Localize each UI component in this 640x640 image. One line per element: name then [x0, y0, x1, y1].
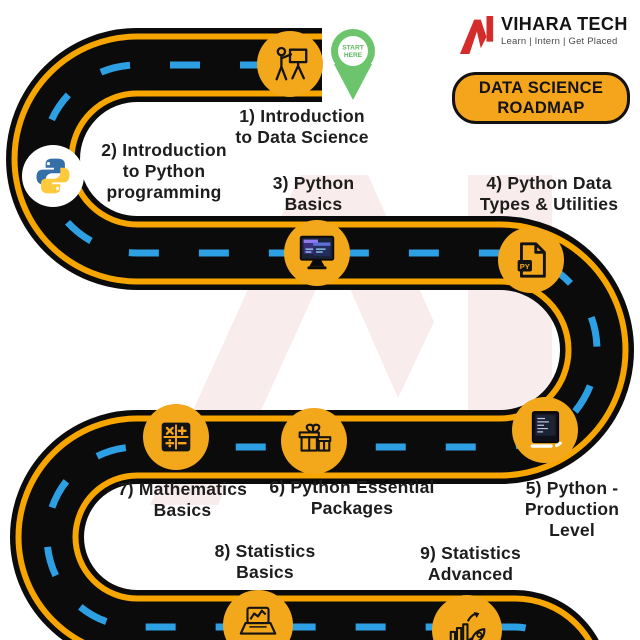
math-operations-icon: [161, 422, 191, 452]
brand-name: VIHARA TECH: [501, 14, 628, 34]
milestone-label-8: 8) Statistics Basics: [214, 541, 316, 582]
title-badge-line1: DATA SCIENCE: [478, 79, 604, 97]
milestone-circle-1: [257, 31, 323, 97]
milestone-circle-2: [22, 145, 84, 207]
milestone-circle-5: [512, 397, 578, 463]
python-file-icon: PY: [517, 242, 546, 278]
vihara-logo-icon: [459, 16, 494, 54]
start-here-pin-icon: START HERE: [331, 29, 375, 100]
growth-rocket-icon: [449, 611, 486, 640]
milestone-circle-9: [432, 595, 502, 640]
milestone-label-9: 9) Statistics Advanced: [420, 543, 521, 584]
milestone-circle-8: [223, 590, 293, 640]
start-pin-line2: HERE: [344, 52, 363, 59]
milestone-label-7: 7) Mathematics Basics: [117, 479, 248, 520]
stats-laptop-icon: [239, 606, 277, 635]
milestone-label-3: 3) Python Basics: [272, 173, 355, 214]
milestone-label-5: 5) Python - Production Level: [524, 478, 620, 540]
milestone-label-2: 2) Introduction to Python programming: [101, 140, 227, 202]
milestone-circle-4: PY: [498, 227, 564, 293]
code-monitor-icon: [299, 235, 335, 270]
milestone-label-6: 6) Python Essential Packages: [269, 477, 435, 518]
presentation-icon: [275, 46, 308, 81]
title-badge-line2: ROADMAP: [497, 99, 585, 117]
python-logo-icon: [36, 158, 70, 194]
milestone-circle-3: [284, 220, 350, 286]
milestone-label-4: 4) Python Data Types & Utilities: [479, 173, 619, 214]
milestone-circle-6: [281, 408, 347, 474]
packages-gift-icon: [298, 423, 332, 452]
title-badge: DATA SCIENCE ROADMAP: [452, 72, 630, 124]
milestone-label-1: 1) Introduction to Data Science: [235, 106, 369, 147]
py-file-badge-label: PY: [520, 262, 530, 271]
brand-logo: VIHARA TECH Learn | Intern | Get Placed: [458, 14, 628, 56]
start-pin-line1: START: [342, 45, 364, 52]
terminal-icon: [530, 411, 562, 448]
brand-tagline: Learn | Intern | Get Placed: [501, 36, 618, 47]
milestone-circle-7: [143, 404, 209, 470]
